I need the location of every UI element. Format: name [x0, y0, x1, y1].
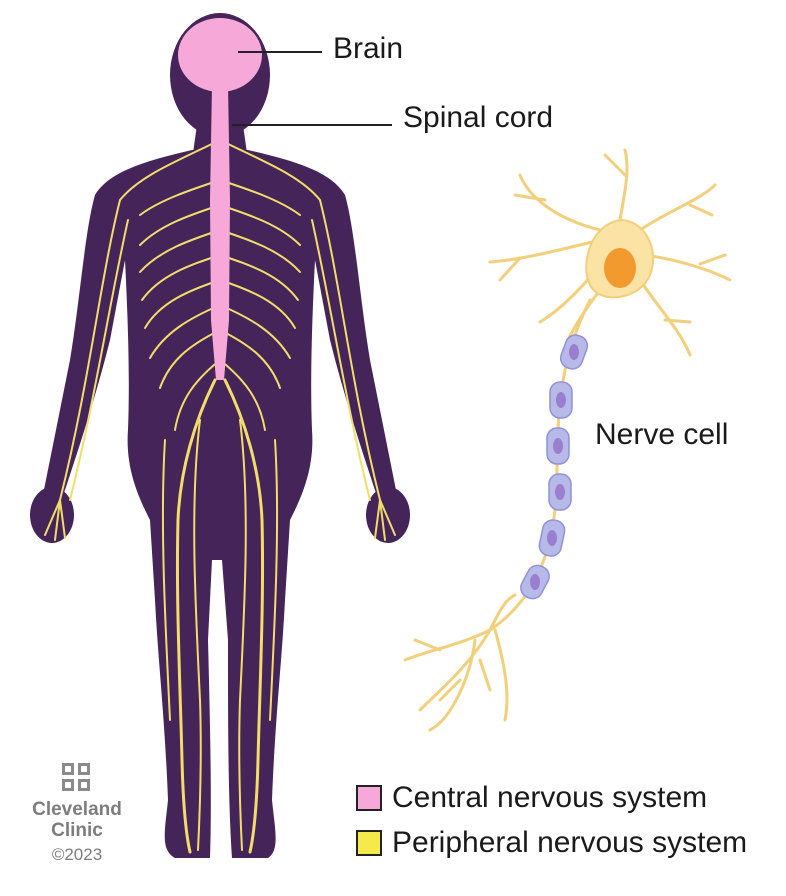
central-nervous-system — [178, 18, 262, 380]
legend-swatch-peripheral — [356, 830, 382, 856]
cleveland-clinic-logo: Cleveland Clinic ©2023 — [22, 763, 132, 865]
brain-label: Brain — [333, 32, 404, 65]
logo-name-line1: Cleveland — [32, 799, 122, 820]
logo-mark-icon — [62, 763, 92, 793]
nerve-cell-label: Nerve cell — [595, 418, 729, 451]
legend-label-central: Central nervous system — [392, 781, 708, 814]
legend-item-peripheral: Peripheral nervous system — [356, 826, 748, 859]
legend-item-central: Central nervous system — [356, 781, 708, 814]
spinal-cord-shape — [210, 85, 230, 380]
nerve-cell — [403, 148, 732, 732]
spinal-cord-label: Spinal cord — [403, 101, 554, 134]
myelin-sheath — [520, 334, 589, 600]
nucleus — [604, 248, 636, 288]
logo-name-line2: Clinic — [51, 820, 103, 841]
brain-shape — [178, 18, 262, 92]
legend-swatch-central — [356, 785, 382, 811]
legend-label-peripheral: Peripheral nervous system — [392, 826, 748, 859]
copyright-text: ©2023 — [51, 845, 103, 864]
leader-lines — [232, 51, 392, 126]
